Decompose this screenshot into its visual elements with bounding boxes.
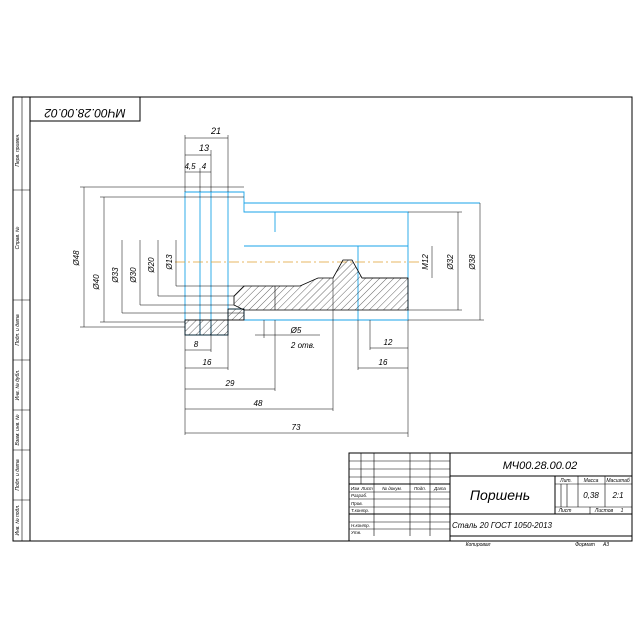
dim-4-5: 4,5: [184, 162, 196, 171]
row-prov: Пров.: [351, 501, 363, 506]
dim-21: 21: [210, 126, 221, 136]
side-inv-dubl: Инв. № дубл.: [15, 370, 21, 401]
dim-phi13: Ø13: [165, 254, 174, 271]
side-podp-data-1: Подп. и дата: [15, 314, 21, 346]
dim-16b: 16: [379, 358, 388, 367]
row-nkontr: Н.контр.: [351, 523, 370, 528]
part-outline: [184, 191, 409, 336]
section-hatch-main: [233, 259, 409, 311]
dim-2otv: 2 отв.: [290, 341, 315, 350]
sheet-label: Лист: [558, 508, 572, 514]
row-tkontr: Т.контр.: [351, 508, 369, 513]
side-strip: Перв. примен. Справ. № Подп. и дата Инв.…: [13, 97, 30, 541]
side-vzam-inv: Взам. инв. №: [15, 414, 21, 446]
side-podp-data-2: Подп. и дата: [15, 459, 21, 491]
col-docnum: № докум.: [382, 486, 402, 491]
side-inv-podl: Инв. № подл.: [15, 504, 21, 535]
side-perv-primen: Перв. примен.: [15, 133, 21, 166]
dim-phi38: Ø38: [468, 254, 477, 271]
row-utv: Утв.: [351, 530, 361, 535]
dim-8: 8: [194, 340, 199, 349]
head-scale: Масштаб: [606, 478, 630, 484]
material: Сталь 20 ГОСТ 1050-2013: [452, 521, 553, 530]
dim-48: 48: [254, 399, 263, 408]
dim-4: 4: [202, 162, 207, 171]
dim-12: 12: [384, 338, 393, 347]
dim-13: 13: [199, 143, 209, 153]
designation: МЧ00.28.00.02: [503, 460, 577, 472]
rotated-designation-box: МЧ00.28.00.02: [29, 96, 141, 122]
part-name: Поршень: [470, 487, 530, 503]
dim-phi20: Ø20: [147, 257, 156, 274]
sheets-count: 1: [621, 508, 624, 514]
dim-phi40: Ø40: [92, 274, 101, 291]
mass-value: 0,38: [583, 491, 599, 500]
row-razrab: Разраб.: [351, 493, 367, 498]
part-view: [175, 191, 480, 336]
col-sign: Подп.: [414, 486, 426, 491]
sheet-frame: [12, 96, 633, 542]
format-label: Формат: [575, 542, 595, 548]
col-date: Дата: [433, 486, 446, 491]
dim-16a: 16: [203, 358, 212, 367]
head-lit: Лит.: [559, 478, 572, 484]
title-block: МЧ00.28.00.02 Поршень Сталь 20 ГОСТ 1050…: [348, 452, 633, 548]
side-sprav-num: Справ. №: [15, 226, 21, 249]
dim-29: 29: [225, 379, 235, 388]
copied-label: Копировал: [466, 542, 491, 548]
col-list: Лист: [360, 486, 373, 491]
sheets-label: Листов: [594, 508, 614, 514]
dim-phi32: Ø32: [446, 254, 455, 271]
dim-phi33: Ø33: [111, 267, 120, 284]
dimensions: 21 13 4,5 4 Ø48 Ø40 Ø33 Ø30 Ø20 Ø13 М12: [72, 126, 484, 437]
col-izm: Изм: [351, 486, 359, 491]
dim-phi48: Ø48: [72, 250, 81, 267]
dim-73: 73: [292, 423, 301, 432]
dim-m12: М12: [421, 254, 430, 270]
head-mass: Масса: [584, 478, 599, 484]
dim-phi5: Ø5: [290, 326, 302, 335]
rotated-designation: МЧ00.28.00.02: [44, 106, 126, 120]
inner-frame: [29, 96, 633, 542]
scale-value: 2:1: [611, 491, 623, 500]
dim-phi30: Ø30: [129, 267, 138, 284]
format-value: А3: [602, 542, 609, 548]
